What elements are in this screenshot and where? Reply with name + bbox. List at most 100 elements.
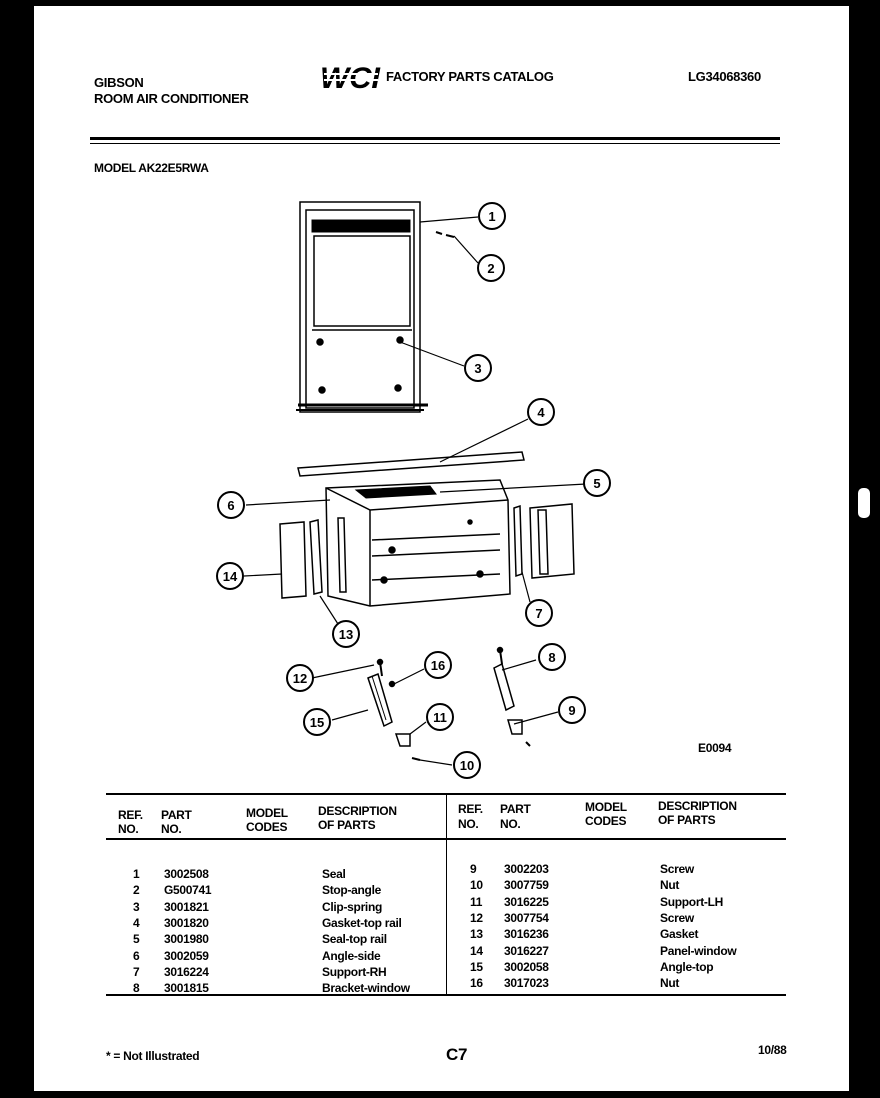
logo-text: WCI [320, 62, 381, 92]
revision-date: 10/88 [758, 1043, 787, 1057]
callout-label: 2 [487, 261, 494, 276]
callout-label: 8 [548, 650, 555, 665]
header-ref-2: NO. [118, 822, 139, 836]
ref-no: 13 [470, 927, 483, 942]
part-description: Seal-top rail [322, 932, 387, 947]
page-code: C7 [446, 1045, 468, 1064]
callout-9: 9 [558, 696, 586, 724]
header-desc-2: OF PARTS [318, 818, 376, 832]
callout-15: 15 [303, 708, 331, 736]
part-no: 3016224 [164, 964, 209, 979]
callout-4: 4 [527, 398, 555, 426]
header-model: MODEL [246, 806, 288, 820]
part-no: 3017023 [504, 976, 549, 991]
part-description: Support-LH [660, 894, 723, 909]
part-no: 3007754 [504, 910, 549, 925]
table-bottom-rule [106, 994, 786, 996]
part-description: Angle-side [322, 948, 381, 963]
model-line: MODEL AK22E5RWA [94, 161, 209, 175]
callout-7: 7 [525, 599, 553, 627]
scan-artifact [858, 488, 870, 518]
header-model-r: MODEL [585, 800, 627, 814]
callout-label: 6 [227, 498, 234, 513]
ref-no: 5 [133, 932, 140, 947]
part-description: Gasket-top rail [322, 915, 402, 930]
header-part: PART [161, 808, 192, 822]
header-ref: REF. [118, 808, 143, 822]
header-rule-thick [90, 137, 780, 140]
table-divider [446, 795, 447, 995]
part-no: 3001820 [164, 915, 209, 930]
part-description: Bracket-window [322, 981, 410, 996]
callout-label: 9 [568, 703, 575, 718]
part-description: Seal [322, 867, 346, 881]
part-no: 3001815 [164, 981, 209, 996]
callout-label: 12 [293, 671, 307, 686]
part-description: Screw [660, 910, 694, 925]
table-top-rule [106, 793, 786, 795]
part-no: 3016227 [504, 943, 549, 958]
callout-1: 1 [478, 202, 506, 230]
ref-no: 16 [470, 976, 483, 991]
ref-no: 8 [133, 981, 140, 996]
wci-logo: WCI [320, 62, 382, 95]
part-no: 3001980 [164, 932, 209, 947]
part-description: Stop-angle [322, 883, 381, 898]
header-part-2: NO. [161, 822, 182, 836]
catalog-number: LG34068360 [688, 69, 761, 84]
part-description: Panel-window [660, 943, 737, 958]
part-description: Nut [660, 976, 680, 991]
part-description: Screw [660, 862, 694, 876]
part-description: Gasket [660, 927, 699, 942]
ref-no: 7 [133, 964, 140, 979]
callout-label: 15 [310, 715, 324, 730]
header-part-r: PART [500, 802, 531, 816]
callout-label: 16 [431, 658, 445, 673]
callout-16: 16 [424, 651, 452, 679]
callout-label: 11 [433, 710, 447, 725]
part-description: Support-RH [322, 964, 387, 979]
callout-label: 4 [537, 405, 545, 420]
ref-no: 12 [470, 910, 483, 925]
ref-no: 15 [470, 959, 483, 974]
header-model-r-2: CODES [585, 814, 627, 828]
callout-label: 7 [535, 606, 542, 621]
ref-no: 14 [470, 943, 483, 958]
ref-no: 10 [470, 878, 483, 893]
header-rule-thin [90, 143, 780, 144]
window-frame [299, 201, 421, 413]
callout-3: 3 [464, 354, 492, 382]
part-description: Nut [660, 878, 680, 893]
part-no: 3002508 [164, 867, 209, 881]
callout-14: 14 [216, 562, 244, 590]
part-no: 3001821 [164, 899, 209, 914]
callout-11: 11 [426, 703, 454, 731]
header-model-2: CODES [246, 820, 288, 834]
ref-no: 2 [133, 883, 140, 898]
part-description: Angle-top [660, 959, 714, 974]
header-ref-r: REF. [458, 802, 483, 816]
footnote: * = Not Illustrated [106, 1049, 200, 1063]
callout-10: 10 [453, 751, 481, 779]
part-no: 3002058 [504, 959, 549, 974]
callout-6: 6 [217, 491, 245, 519]
ref-no: 1 [133, 867, 140, 881]
part-no: 3002059 [164, 948, 209, 963]
catalog-title: FACTORY PARTS CATALOG [386, 69, 554, 84]
callout-label: 10 [460, 758, 474, 773]
part-no: 3016236 [504, 927, 549, 942]
callout-label: 3 [474, 361, 481, 376]
ref-no: 3 [133, 899, 140, 914]
callout-5: 5 [583, 469, 611, 497]
part-no: 3016225 [504, 894, 549, 909]
callout-label: 13 [339, 627, 353, 642]
callout-13: 13 [332, 620, 360, 648]
part-no: G500741 [164, 883, 212, 898]
header-desc: DESCRIPTION [318, 804, 397, 818]
part-no: 3007759 [504, 878, 549, 893]
drawing-code: E0094 [698, 741, 732, 755]
callout-label: 1 [488, 209, 495, 224]
part-no: 3002203 [504, 862, 549, 876]
